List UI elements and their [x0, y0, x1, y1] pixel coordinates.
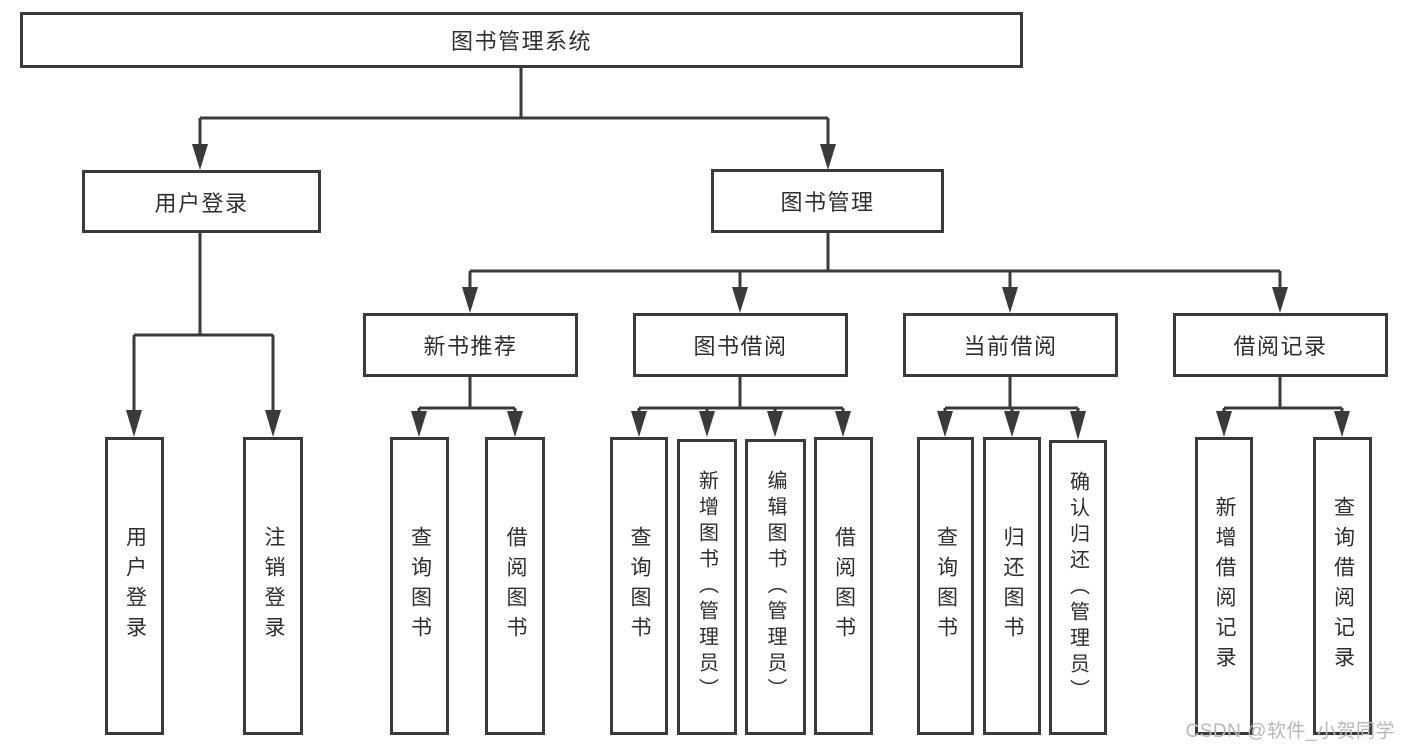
- leaf-cb-query-books: 查询图书: [917, 437, 974, 735]
- leaf-cb-return-books: 归还图书: [983, 437, 1041, 735]
- node-new-book-recommend: 新书推荐: [363, 313, 578, 377]
- watermark-text: CSDN @软件_小贺同学: [1185, 721, 1395, 742]
- leaf-user-login: 用户登录: [105, 437, 164, 735]
- leaf-br-query-record: 查询借阅记录: [1313, 437, 1372, 735]
- leaf-bb-query-books: 查询图书: [610, 437, 668, 735]
- node-borrowing-records: 借阅记录: [1173, 313, 1388, 377]
- node-book-borrowing: 图书借阅: [633, 313, 848, 377]
- connector-book-management-to-level3: [462, 233, 1288, 313]
- leaf-nbr-borrow-books: 借阅图书: [485, 437, 545, 735]
- connector-current-borrowing-to-children: [937, 377, 1086, 440]
- leaf-nbr-query-books: 查询图书: [390, 437, 449, 735]
- connector-book-borrowing-to-children: [631, 377, 851, 437]
- connector-new-book-recommend-to-children: [411, 377, 523, 437]
- leaf-logout: 注销登录: [243, 437, 303, 735]
- leaf-br-add-record: 新增借阅记录: [1195, 437, 1253, 735]
- connector-user-login-to-children: [126, 233, 281, 437]
- node-current-borrowing: 当前借阅: [903, 313, 1118, 377]
- node-book-management: 图书管理: [711, 169, 944, 233]
- node-user-login: 用户登录: [82, 170, 321, 233]
- leaf-bb-borrow-books: 借阅图书: [814, 437, 873, 735]
- leaf-bb-edit-books-admin: 编辑图书（管理员）: [745, 439, 806, 735]
- connector-borrowing-records-to-children: [1216, 377, 1350, 437]
- connector-root-to-level2: [192, 68, 836, 170]
- leaf-bb-add-books-admin: 新增图书（管理员）: [677, 439, 737, 735]
- node-library-system: 图书管理系统: [20, 12, 1023, 68]
- leaf-cb-confirm-return-admin: 确认归还（管理员）: [1049, 440, 1107, 735]
